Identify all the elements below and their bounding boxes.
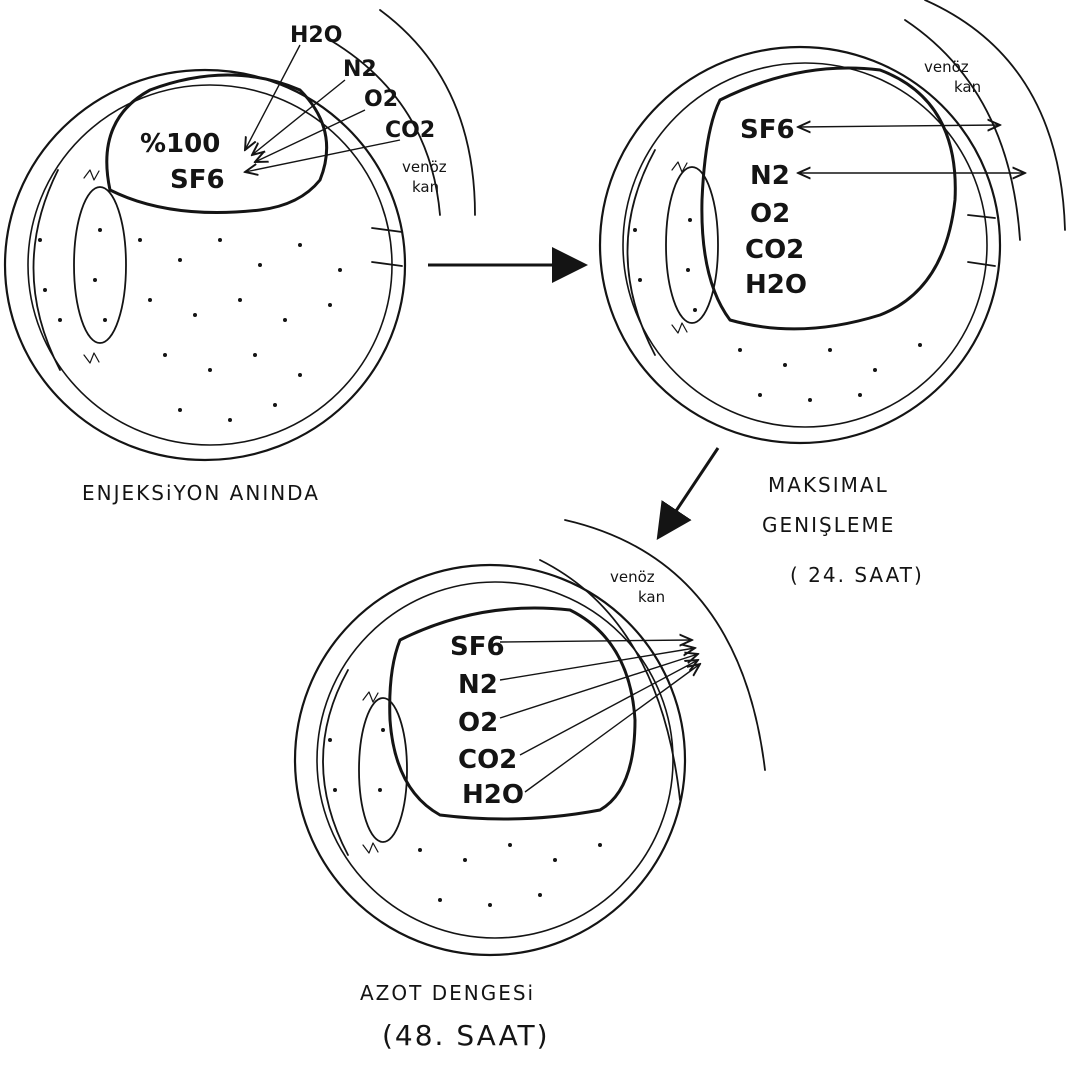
blood-label-venoz: venöz <box>610 568 655 586</box>
ciliary-body <box>363 692 378 853</box>
caption-injection: ENJEKSiYON ANINDA <box>82 481 320 505</box>
gas-percent-label: %100 <box>140 129 220 159</box>
gas-label-co2: CO2 <box>385 118 435 143</box>
blood-vessel-arc-2 <box>565 520 765 770</box>
gas-h2o: H2O <box>745 270 807 300</box>
gas-sf6: SF6 <box>740 115 795 145</box>
caption-line-3: ( 24. SAAT) <box>790 563 924 587</box>
sclera-inner <box>623 63 987 427</box>
outgoing-gas-arrows <box>500 640 700 792</box>
gas-sf6: SF6 <box>450 632 505 662</box>
blood-label-kan: kan <box>954 78 981 96</box>
progress-arrow-2 <box>660 448 718 535</box>
gas-sf6-label: SF6 <box>170 165 225 195</box>
blood-label-venoz: venöz <box>402 158 447 176</box>
gas-co2: CO2 <box>458 745 517 775</box>
blood-label-venoz: venöz <box>924 58 969 76</box>
gas-label-h2o: H2O <box>290 23 342 48</box>
optic-nerve <box>372 228 402 266</box>
gas-o2: O2 <box>458 708 498 738</box>
gas-o2: O2 <box>750 199 790 229</box>
gas-n2: N2 <box>750 161 790 191</box>
lens <box>74 187 126 343</box>
cornea <box>628 150 656 355</box>
blood-label-kan: kan <box>638 588 665 606</box>
lens <box>666 167 718 323</box>
cornea <box>323 670 348 855</box>
gas-h2o: H2O <box>462 780 524 810</box>
caption-line-1: MAKSIMAL <box>768 473 889 497</box>
eye-nitrogen-equilibrium: SF6 N2 O2 CO2 H2O venöz kan AZOT DENGESi… <box>295 520 765 1052</box>
gas-n2: N2 <box>458 670 498 700</box>
eye-max-expansion: SF6 N2 O2 CO2 H2O venöz kan MAKSIMAL GEN… <box>600 0 1065 587</box>
blood-label-kan: kan <box>412 178 439 196</box>
caption-line-2: GENIŞLEME <box>762 513 895 537</box>
gas-bubble <box>702 68 955 329</box>
eye-injection: H2O N2 O2 CO2 %100 SF6 venöz kan ENJEKSi… <box>5 10 475 505</box>
blood-vessel-arc-2 <box>925 0 1065 230</box>
gas-label-o2: O2 <box>364 87 398 112</box>
caption-line-2: (48. SAAT) <box>382 1019 550 1052</box>
cornea <box>33 170 60 370</box>
optic-nerve <box>968 215 995 266</box>
caption-line-1: AZOT DENGESi <box>360 981 535 1005</box>
gas-label-n2: N2 <box>343 57 377 82</box>
gas-co2: CO2 <box>745 235 804 265</box>
exchange-arrows <box>798 125 1025 173</box>
